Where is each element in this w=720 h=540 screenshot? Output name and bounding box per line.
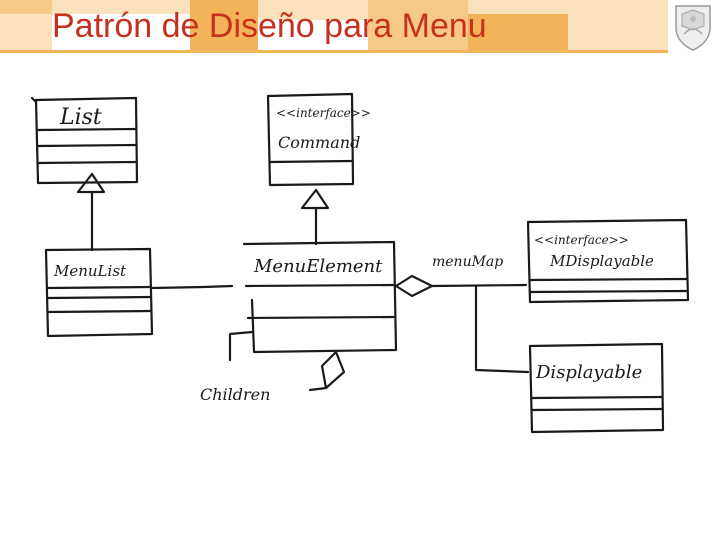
association-line-menulist-menuelement bbox=[150, 284, 234, 290]
header-band-segment bbox=[0, 0, 52, 14]
menu-map-association: menuMap bbox=[394, 254, 530, 374]
header-band-segment bbox=[368, 0, 468, 52]
class-name-command: Command bbox=[278, 133, 360, 152]
header-band bbox=[0, 0, 720, 56]
university-crest-logo bbox=[675, 5, 711, 51]
class-list: List bbox=[30, 96, 139, 185]
class-name-menu-element: MenuElement bbox=[253, 256, 383, 277]
stereotype-command: <<interface>> bbox=[276, 106, 371, 120]
slide-title: Patrón de Diseño para Menu bbox=[52, 7, 487, 45]
class-name-displayable: Displayable bbox=[535, 362, 642, 383]
class-menu-element: MenuElement bbox=[242, 240, 398, 354]
header-band-segment bbox=[0, 50, 668, 53]
header-band-segment bbox=[468, 14, 568, 52]
class-name-menu-displayable: MDisplayable bbox=[549, 252, 654, 270]
header-band-segment bbox=[568, 0, 668, 52]
inheritance-arrow-menuelement-command bbox=[300, 188, 330, 246]
children-association: Children bbox=[200, 330, 346, 404]
class-name-menu-list: MenuList bbox=[53, 262, 127, 280]
stereotype-menu-displayable: <<interface>> bbox=[534, 233, 629, 247]
association-label-children: Children bbox=[200, 385, 270, 404]
header-band-segment bbox=[258, 0, 368, 20]
class-menu-list: MenuList bbox=[44, 247, 154, 338]
class-command: <<interface>> Command bbox=[266, 92, 371, 187]
header-band-segment bbox=[0, 14, 52, 52]
header-band-segment bbox=[190, 0, 258, 52]
class-menu-displayable: <<interface>> MDisplayable bbox=[526, 218, 690, 304]
header-band-segment bbox=[52, 0, 190, 14]
association-label-menu-map: menuMap bbox=[432, 254, 503, 270]
class-name-list: List bbox=[59, 105, 102, 130]
inheritance-arrow-menulist-list bbox=[76, 172, 106, 252]
header-band-segment bbox=[468, 0, 568, 14]
class-displayable: Displayable bbox=[528, 342, 665, 434]
uml-class-diagram: List <<interface>> Command MenuList Menu… bbox=[30, 92, 690, 434]
